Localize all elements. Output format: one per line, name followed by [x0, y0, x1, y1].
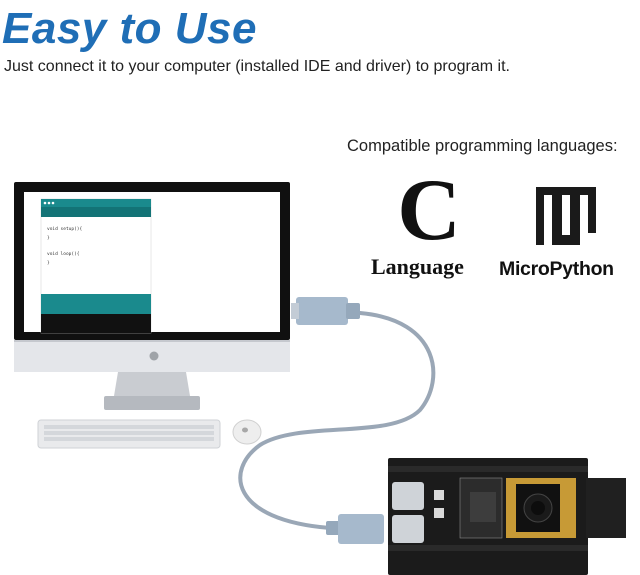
usb-plug-computer-icon	[291, 297, 360, 325]
ide-code-line: }	[47, 236, 50, 241]
keyboard-icon	[37, 419, 221, 449]
languages-heading: Compatible programming languages:	[347, 137, 618, 155]
usb-plug-board-icon	[326, 514, 384, 544]
mouse-icon	[232, 419, 262, 445]
ide-window	[40, 198, 152, 334]
usb-cable	[238, 311, 436, 530]
ide-code-line: void setup(){	[47, 227, 83, 232]
dev-board-icon	[388, 458, 626, 575]
micropython-logo-icon	[536, 187, 596, 245]
ide-code-line: }	[47, 261, 50, 266]
c-language-logo: C	[397, 162, 461, 259]
micropython-label: MicroPython	[499, 258, 614, 280]
c-language-label: Language	[371, 254, 464, 279]
page-subtitle: Just connect it to your computer (instal…	[4, 58, 510, 75]
ide-code-line: void loop(){	[47, 252, 80, 257]
page-title: Easy to Use	[2, 4, 257, 53]
